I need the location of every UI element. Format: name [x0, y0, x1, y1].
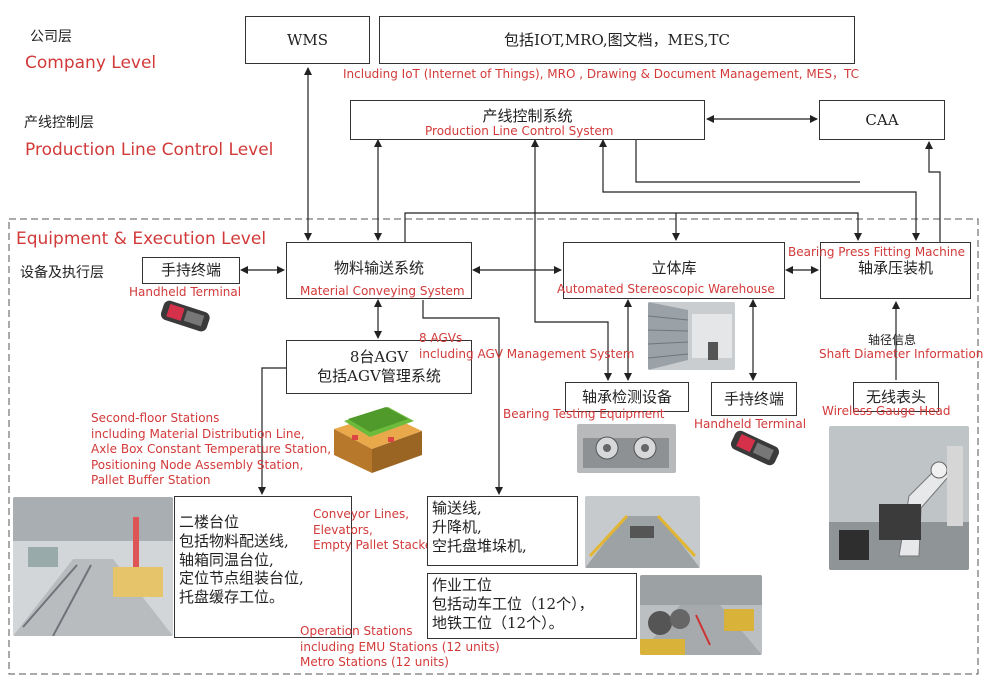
- agv-image: [328, 399, 426, 477]
- equipment-level-en: Equipment & Execution Level: [16, 229, 267, 249]
- wms-node: WMS: [245, 16, 370, 64]
- press-label: 轴承压装机: [857, 259, 933, 277]
- conveyor-photo: [585, 496, 700, 568]
- handheld-terminal-right-node: 手持终端: [711, 382, 797, 416]
- stereo-en: Automated Stereoscopic Warehouse: [557, 282, 775, 296]
- production-level-cn: 产线控制层: [24, 115, 94, 131]
- bearing-testing-photo: [577, 424, 676, 473]
- conveying-en: Material Conveying System: [300, 284, 465, 298]
- caa-node: CAA: [819, 100, 945, 140]
- plc-en: Production Line Control System: [425, 124, 614, 138]
- bearing-test-label: 轴承检测设备: [581, 387, 672, 406]
- shaft-info-en: Shaft Diameter Information: [819, 347, 984, 361]
- agv-label: 8台AGV 包括AGV管理系统: [317, 348, 441, 385]
- second-floor-node: 二楼台位 包括物料配送线, 轴箱同温台位, 定位节点组装台位, 托盘缓存工位。: [174, 496, 352, 638]
- handheld-terminal-left-node: 手持终端: [142, 257, 240, 284]
- company-systems-label: 包括IOT,MRO,图文档，MES,TC: [504, 30, 730, 49]
- company-level-cn: 公司层: [30, 29, 72, 45]
- handheld-right-en: Handheld Terminal: [694, 417, 807, 431]
- equipment-level-cn: 设备及执行层: [20, 265, 104, 281]
- company-systems-node: 包括IOT,MRO,图文档，MES,TC: [379, 16, 855, 64]
- production-level-en: Production Line Control Level: [25, 140, 274, 160]
- stereo-warehouse-node: 立体库: [563, 242, 785, 299]
- equipment-level-boundary: [8, 218, 979, 675]
- wireless-gauge-node: 无线表头: [853, 382, 939, 412]
- agv-node: 8台AGV 包括AGV管理系统: [286, 340, 472, 394]
- company-level-en: Company Level: [25, 53, 157, 73]
- gauge-en: Wireless Gauge Head: [822, 404, 951, 418]
- agv-en: 8 AGVs including AGV Management System: [419, 331, 635, 361]
- second-floor-label: 二楼台位 包括物料配送线, 轴箱同温台位, 定位节点组装台位, 托盘缓存工位。: [179, 513, 304, 606]
- handheld-terminal-right-image: [725, 428, 785, 468]
- handheld-left-en: Handheld Terminal: [129, 285, 242, 299]
- conveying-label: 物料输送系统: [333, 259, 424, 277]
- production-line-control-node: 产线控制系统: [350, 100, 705, 140]
- press-robot-photo: [829, 426, 969, 570]
- bearing-press-node: 轴承压装机: [820, 242, 971, 299]
- shaft-info-cn: 轴径信息: [868, 333, 917, 347]
- bearing-testing-node: 轴承检测设备: [565, 382, 689, 412]
- gauge-label: 无线表头: [865, 387, 926, 406]
- operation-label: 作业工位 包括动车工位（12个）， 地铁工位（12个）。: [432, 576, 594, 632]
- company-systems-en: Including IoT (Internet of Things), MRO …: [343, 67, 859, 81]
- second-floor-en: Second-floor Stations including Material…: [91, 411, 332, 488]
- bearing-test-en: Bearing Testing Equipment: [503, 407, 665, 421]
- caa-label: CAA: [865, 110, 899, 129]
- warehouse-photo: [648, 302, 735, 370]
- operation-stations-node: 作业工位 包括动车工位（12个）， 地铁工位（12个）。: [427, 573, 637, 639]
- handheld-left-label: 手持终端: [160, 261, 221, 280]
- operation-en: Operation Stations including EMU Station…: [300, 624, 500, 670]
- handheld-right-label: 手持终端: [723, 389, 784, 408]
- conveyor-lines-node: 输送线, 升降机, 空托盘堆垛机,: [427, 496, 578, 566]
- conveyor-lines-label: 输送线, 升降机, 空托盘堆垛机,: [432, 499, 527, 555]
- second-floor-photo: [13, 497, 173, 636]
- stereo-label: 立体库: [651, 259, 697, 277]
- operation-photo: [640, 575, 762, 655]
- press-en: Bearing Press Fitting Machine: [788, 245, 966, 259]
- handheld-terminal-image: [155, 298, 215, 336]
- conveyor-lines-en: Conveyor Lines, Elevators, Empty Pallet …: [313, 507, 438, 553]
- material-conveying-node: 物料输送系统: [286, 242, 472, 299]
- plc-label: 产线控制系统: [482, 107, 573, 125]
- wms-label: WMS: [286, 30, 329, 49]
